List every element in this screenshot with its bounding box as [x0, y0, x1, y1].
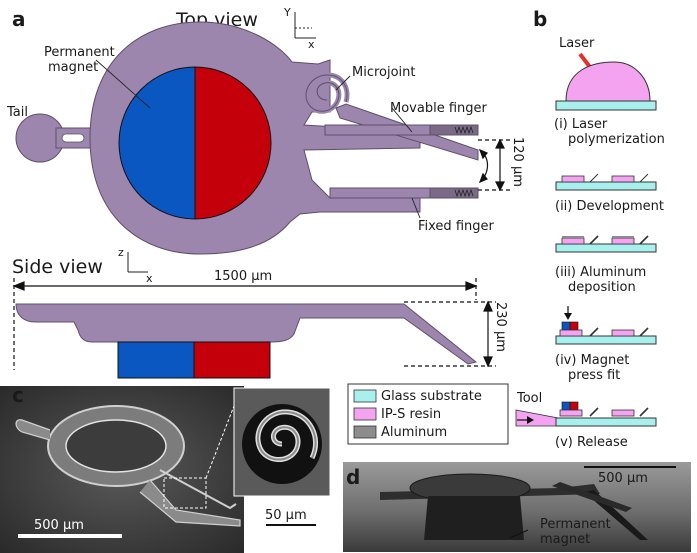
- legend-label-resin: IP-S resin: [381, 407, 441, 422]
- inset-marker: [163, 477, 207, 509]
- permanent-magnet-top: [118, 66, 272, 220]
- legend-swatch-resin: [353, 407, 377, 421]
- length-dimension: [12, 278, 478, 370]
- inset-spiral: [242, 404, 322, 484]
- movable-finger: [324, 103, 479, 161]
- length-label: 1500 μm: [214, 269, 272, 284]
- top-callout-lines: [95, 59, 421, 219]
- gap-dimension: [478, 138, 510, 192]
- height-dimension: [404, 300, 496, 368]
- step-5-label: (v) Release: [555, 435, 628, 450]
- step-5-graphic: [515, 401, 657, 427]
- top-view-axes: [294, 12, 316, 39]
- fixed-finger-label: Fixed finger: [418, 219, 494, 234]
- panel-label-b: b: [533, 7, 547, 31]
- side-view-axes: [127, 252, 148, 273]
- height-label: 230 μm: [493, 302, 508, 352]
- step-3-graphic: [555, 235, 657, 253]
- sem-gripper-d: [380, 473, 648, 540]
- microjoint-label: Microjoint: [352, 65, 416, 80]
- magnet-callout-d: [509, 529, 529, 539]
- side-axis-x: x: [146, 272, 153, 285]
- side-view-title: Side view: [12, 256, 103, 278]
- legend-label-glass: Glass substrate: [381, 389, 482, 404]
- sem-gripper-c: [15, 405, 241, 527]
- panel-label-c: c: [12, 383, 24, 407]
- scalebar-d: [584, 466, 676, 468]
- step-2-graphic: [555, 173, 657, 191]
- top-axis-y: Y: [283, 6, 291, 19]
- legend: [347, 383, 509, 445]
- scalebar-inset-label: 50 μm: [265, 508, 307, 523]
- tail-label: Tail: [6, 105, 28, 120]
- scalebar-inset: [266, 524, 316, 526]
- scalebar-d-label: 500 μm: [598, 471, 648, 486]
- tool-label: Tool: [516, 391, 542, 406]
- laser-label: Laser: [559, 36, 595, 51]
- side-axis-z: z: [118, 246, 124, 259]
- panel-label-a: a: [12, 7, 26, 31]
- legend-swatch-glass: [353, 389, 377, 403]
- top-axis-x: x: [308, 38, 315, 51]
- legend-swatch-aluminum: [353, 425, 377, 439]
- scalebar-c: [18, 534, 122, 538]
- legend-label-aluminum: Aluminum: [381, 425, 447, 440]
- panel-label-d: d: [346, 465, 360, 489]
- permanent-magnet-side: [117, 341, 271, 379]
- microjoint-spiral: [303, 72, 350, 114]
- fixed-finger: [329, 187, 479, 199]
- step-4-graphic: [555, 306, 657, 345]
- tail-slot: [61, 133, 85, 143]
- gripper-body-side: [15, 303, 478, 365]
- gap-label: 120 μm: [510, 137, 525, 187]
- inset-connector: [205, 405, 235, 479]
- step-2-label: (ii) Development: [555, 199, 664, 214]
- movable-finger-label: Movable finger: [390, 101, 488, 116]
- scalebar-c-label: 500 μm: [34, 518, 84, 533]
- step-1-graphic: [555, 52, 657, 111]
